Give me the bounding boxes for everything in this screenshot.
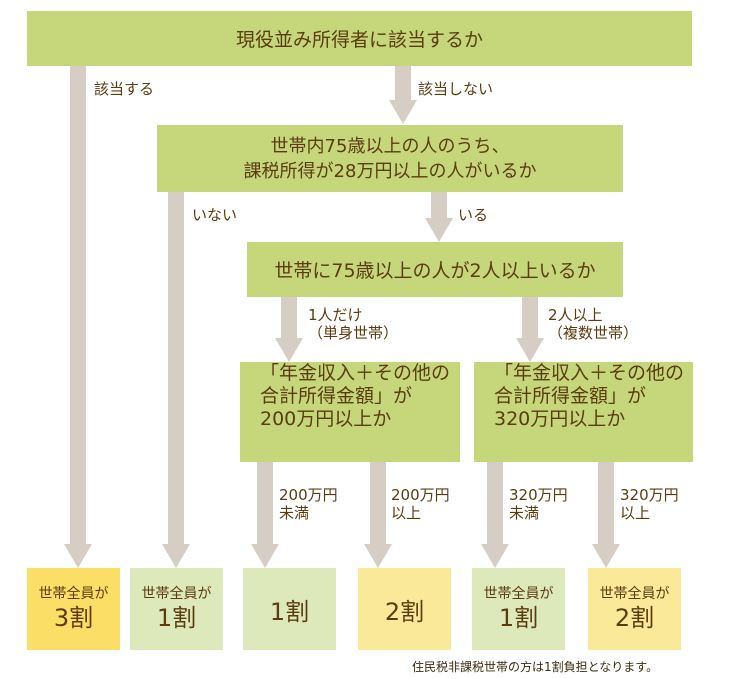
edge-label-q4b-under-line1: 320万円 — [509, 486, 568, 504]
result-all-household-1-wari: 世帯全員が 1割 — [130, 568, 223, 650]
arrow-down-icon — [162, 544, 190, 568]
result-single-1-wari: 1割 — [243, 568, 336, 650]
arrow-q1-no-shaft — [395, 66, 411, 100]
arrow-down-icon — [389, 100, 417, 124]
decision-q4b-line3: 320万円以上か — [494, 408, 626, 430]
edge-label-q4b-over-line2: 以上 — [620, 504, 651, 522]
edge-label-q3-single: 1人だけ （単身世帯） — [308, 306, 398, 342]
result-2-ratio: 1割 — [156, 604, 197, 632]
result-3-ratio: 1割 — [269, 597, 310, 626]
arrow-q3-single-shaft — [281, 297, 297, 338]
result-5-ratio: 1割 — [498, 604, 539, 632]
edge-label-q1-yes: 該当する — [94, 80, 155, 98]
decision-q4b-line2: 合計所得金額」が — [494, 385, 647, 407]
arrow-down-icon — [251, 544, 279, 568]
decision-q1-text: 現役並み所得者に該当するか — [235, 29, 483, 51]
edge-label-q4a-under: 200万円 未満 — [279, 486, 338, 522]
edge-label-q3-single-line1: 1人だけ — [308, 306, 363, 324]
decision-q4a-single-household-income: 「年金収入＋その他の 合計所得金額」が 200万円以上か — [240, 362, 460, 462]
edge-label-q4a-over-line2: 以上 — [391, 504, 422, 522]
edge-label-q1-no: 該当しない — [418, 80, 494, 98]
arrow-q1-yes-shaft — [70, 66, 86, 544]
edge-label-q3-multi-line1: 2人以上 — [548, 306, 603, 324]
arrow-down-icon — [481, 544, 509, 568]
decision-q4a-line2: 合計所得金額」が — [260, 385, 413, 407]
arrow-down-icon — [364, 544, 392, 568]
edge-label-q4a-under-line2: 未満 — [279, 504, 310, 522]
edge-label-q4b-over: 320万円 以上 — [620, 486, 679, 522]
arrow-q3-multi-shaft — [522, 297, 538, 338]
decision-q4b-line1: 「年金収入＋その他の — [494, 362, 685, 384]
decision-q4a-line1: 「年金収入＋その他の — [260, 362, 451, 384]
arrow-q4a-over-shaft — [370, 462, 386, 544]
arrow-down-icon — [275, 338, 303, 362]
decision-q2-line1: 世帯内75歳以上の人のうち、 — [270, 135, 510, 157]
edge-label-q4b-under-line2: 未満 — [509, 504, 540, 522]
result-multi-all-2-wari: 世帯全員が 2割 — [588, 568, 681, 650]
result-6-ratio: 2割 — [614, 604, 655, 632]
footnote: 住民税非課税世帯の方は1割負担となります。 — [412, 660, 659, 674]
result-4-ratio: 2割 — [384, 597, 425, 626]
result-all-household-3-wari: 世帯全員が 3割 — [27, 568, 120, 650]
result-2-prefix: 世帯全員が — [141, 586, 212, 602]
arrow-q4a-under-shaft — [257, 462, 273, 544]
decision-q1-current-income-level: 現役並み所得者に該当するか — [27, 11, 692, 66]
edge-label-q4b-over-line1: 320万円 — [620, 486, 679, 504]
decision-q4b-multi-household-income: 「年金収入＋その他の 合計所得金額」が 320万円以上か — [474, 362, 693, 462]
arrow-q4b-under-shaft — [487, 462, 503, 544]
edge-label-q3-multi-line2: （複数世帯） — [548, 324, 639, 342]
edge-label-q4a-over: 200万円 以上 — [391, 486, 450, 522]
edge-label-q3-multi: 2人以上 （複数世帯） — [548, 306, 638, 342]
result-6-prefix: 世帯全員が — [599, 586, 670, 602]
decision-q3-household-count: 世帯に75歳以上の人が2人以上いるか — [247, 242, 623, 297]
arrow-q4b-over-shaft — [598, 462, 614, 544]
edge-label-q2-no: いない — [192, 206, 238, 224]
arrow-q2-no-shaft — [168, 192, 184, 544]
edge-label-q4b-under: 320万円 未満 — [509, 486, 568, 522]
decision-q3-text: 世帯に75歳以上の人が2人以上いるか — [274, 260, 596, 282]
result-single-2-wari: 2割 — [358, 568, 451, 650]
result-1-prefix: 世帯全員が — [38, 586, 109, 602]
decision-q4a-line3: 200万円以上か — [260, 408, 392, 430]
result-5-prefix: 世帯全員が — [483, 586, 554, 602]
arrow-down-icon — [425, 218, 453, 242]
edge-label-q4a-over-line1: 200万円 — [391, 486, 450, 504]
arrow-down-icon — [516, 338, 544, 362]
decision-q2-line2: 課税所得が28万円以上の人がいるか — [243, 160, 537, 182]
edge-label-q4a-under-line1: 200万円 — [279, 486, 338, 504]
edge-label-q3-single-line2: （単身世帯） — [308, 324, 399, 342]
result-1-ratio: 3割 — [53, 604, 94, 632]
result-multi-all-1-wari: 世帯全員が 1割 — [472, 568, 565, 650]
arrow-q2-yes-shaft — [431, 192, 447, 218]
decision-q2-taxable-income: 世帯内75歳以上の人のうち、 課税所得が28万円以上の人がいるか — [157, 125, 623, 192]
edge-label-q2-yes: いる — [458, 206, 489, 224]
arrow-down-icon — [592, 544, 620, 568]
arrow-down-icon — [64, 544, 92, 568]
